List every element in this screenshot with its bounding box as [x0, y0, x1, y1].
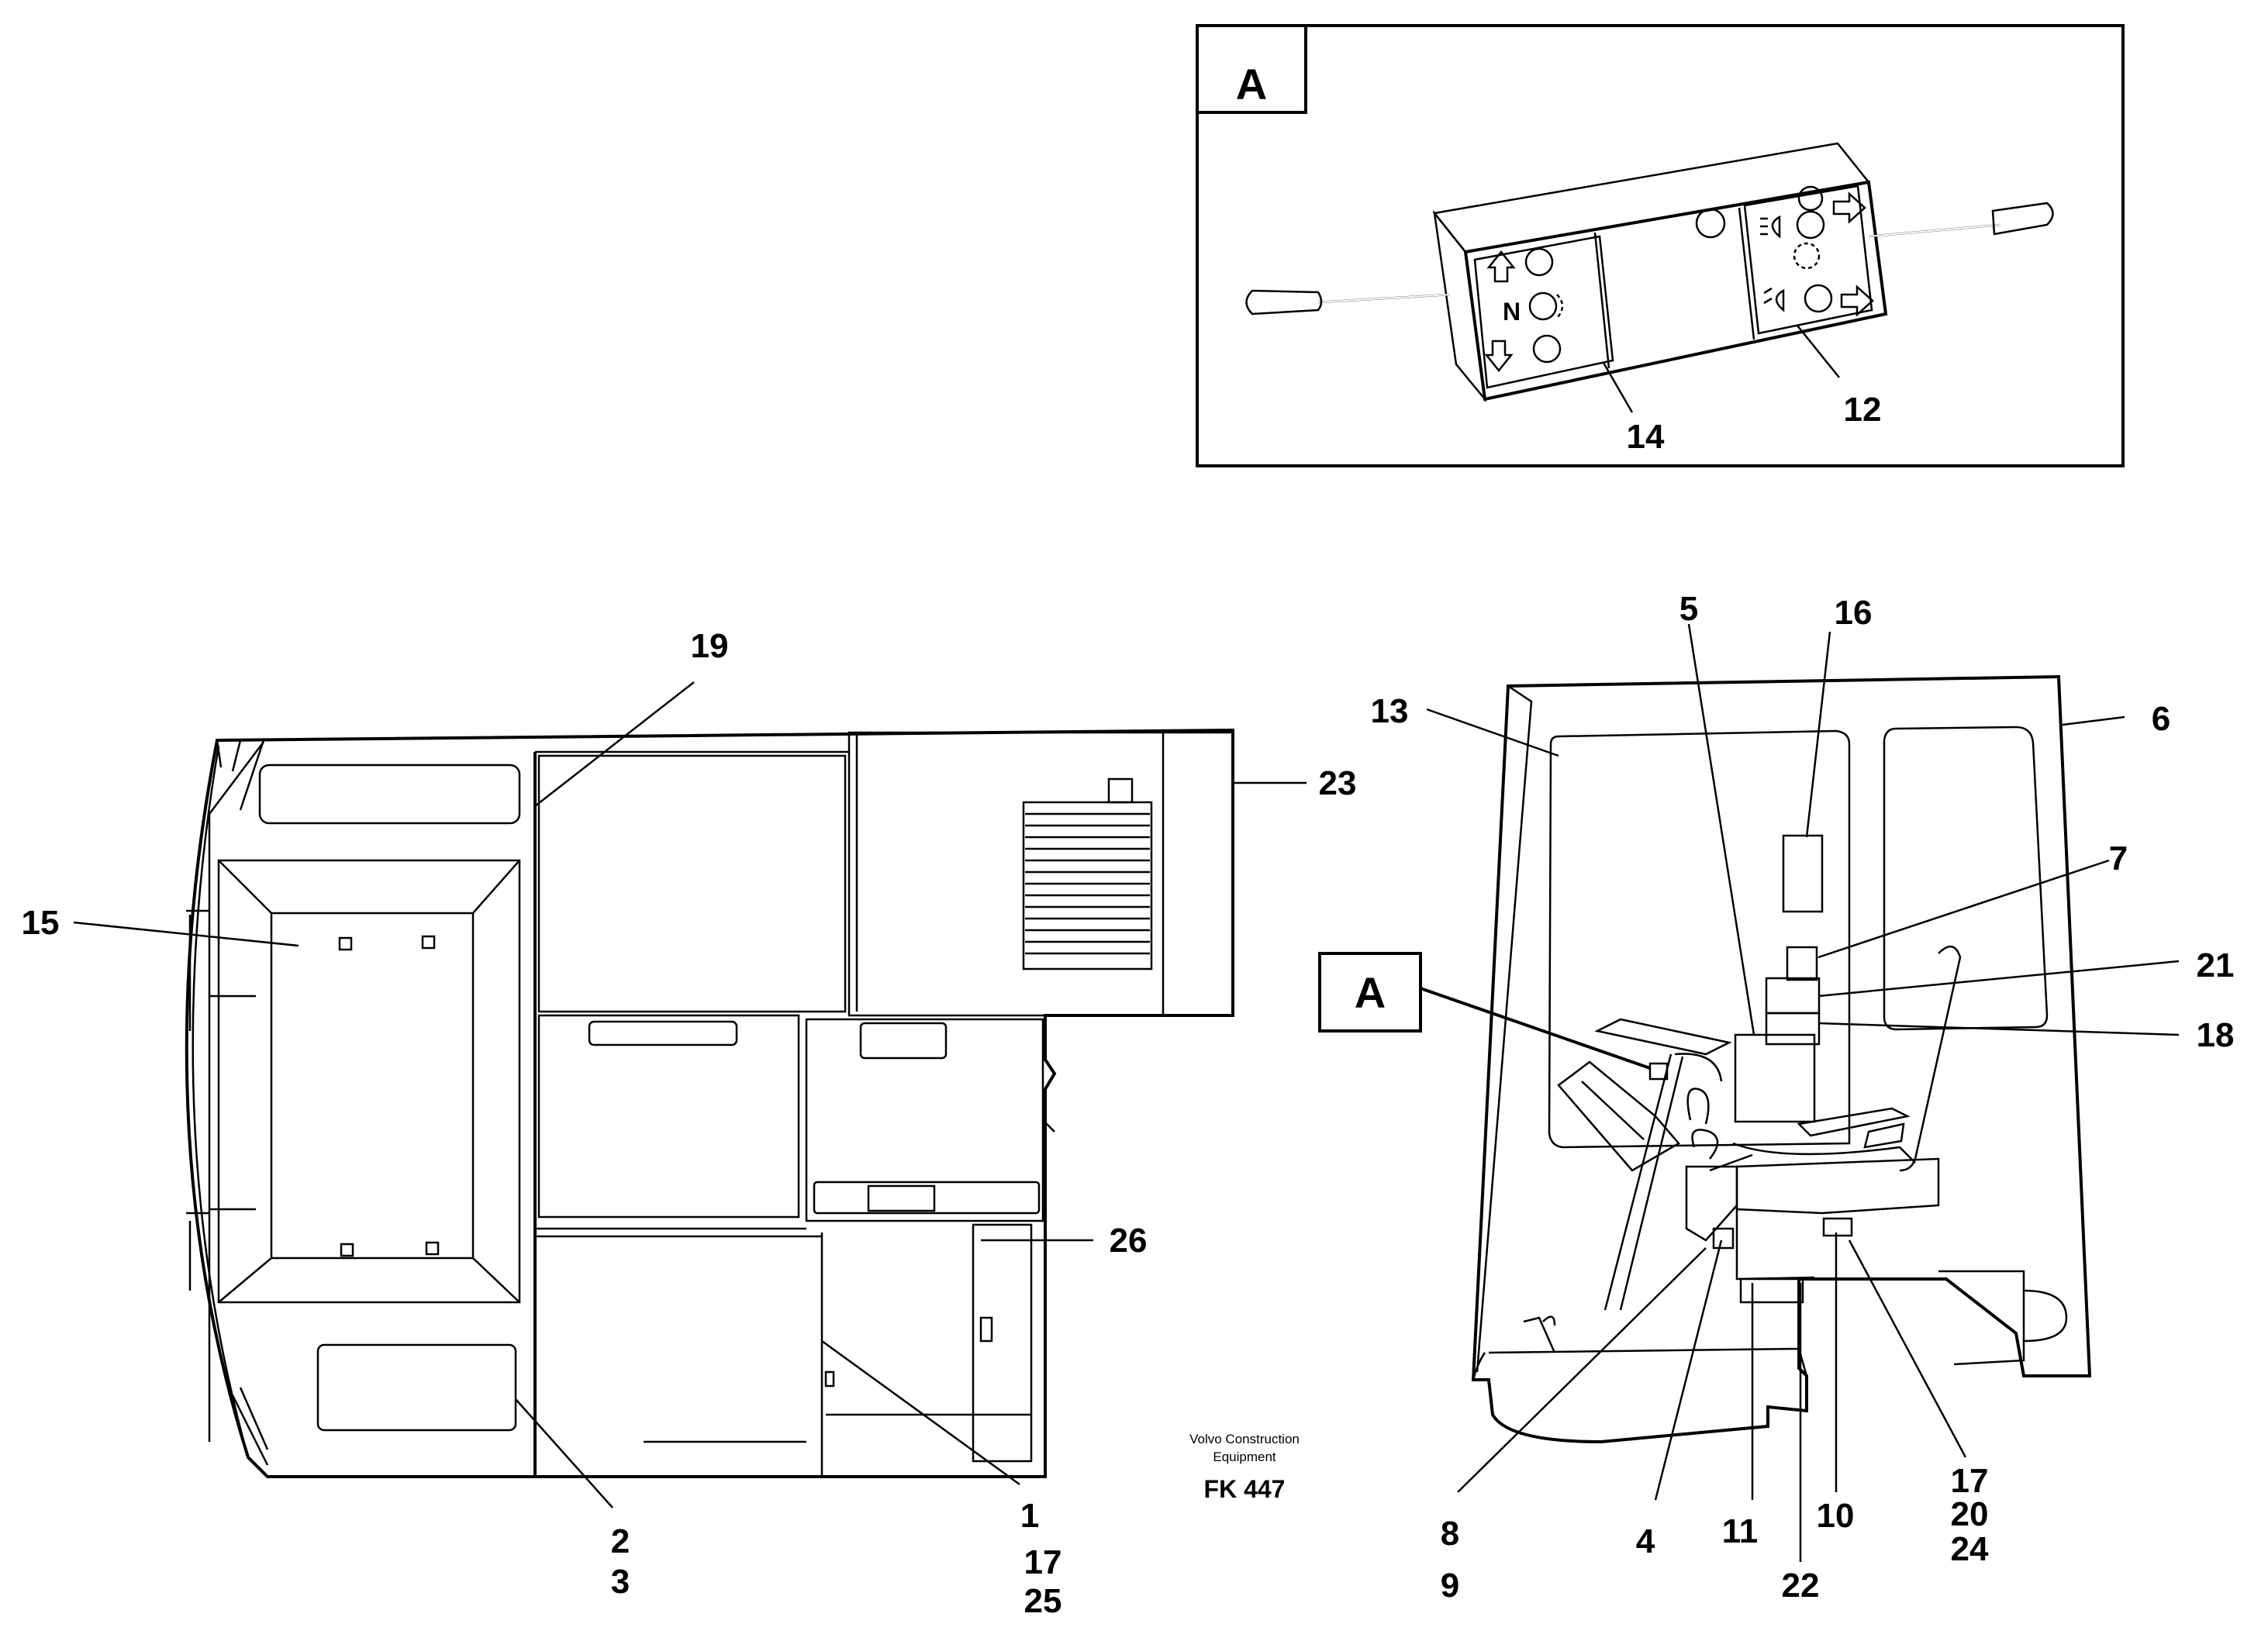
callout-15: 15	[22, 904, 60, 942]
ref-a-box	[1318, 952, 1422, 1033]
arrow-right-icon	[1840, 284, 1874, 317]
callout-2: 2	[611, 1522, 630, 1560]
leader-line	[2062, 715, 2125, 726]
callout-4: 4	[1636, 1522, 1655, 1560]
callout-26: 26	[1110, 1222, 1148, 1260]
panel-19	[537, 754, 847, 1013]
leader-line	[1654, 1239, 1723, 1501]
roof-hatch	[217, 859, 521, 1304]
leader-line	[1426, 708, 1559, 757]
callout-7: 7	[2109, 839, 2128, 877]
panel-26	[972, 1223, 1033, 1463]
cab-side-outline	[1471, 674, 2092, 1444]
seat-back	[1899, 946, 1962, 1172]
right-stalk-knob-icon	[1991, 202, 2054, 236]
side-view: A 5 16 13 6 7 21 18 8 9 4 11 22 10 17 20…	[1318, 590, 2235, 1605]
callout-8: 8	[1441, 1515, 1459, 1553]
leader-line	[515, 1398, 613, 1508]
leader-line	[821, 1339, 1020, 1486]
leader-line	[1805, 631, 1831, 838]
detail-a-frame	[1196, 24, 2125, 467]
leader-line	[1818, 960, 2180, 998]
headlight-icon	[1771, 215, 1781, 239]
callout-1: 1	[1020, 1497, 1039, 1535]
callout-21: 21	[2197, 946, 2235, 984]
callout-3: 3	[611, 1563, 630, 1601]
callout-17-side: 17	[1951, 1462, 1989, 1500]
rear-lamp-icon	[2023, 1289, 2068, 1343]
leader-line	[534, 681, 695, 807]
dash-panel	[1557, 1060, 1680, 1172]
combination-switch: N	[1245, 142, 2054, 403]
callout-16: 16	[1835, 594, 1873, 632]
grille-slats	[1025, 812, 1150, 955]
indicator-lamp-icon	[1695, 208, 1726, 239]
detail-a-label-box	[1196, 24, 1307, 114]
top-view: 19 15 23 26 2 3 1 17 25	[22, 627, 1357, 1620]
left-stalk-knob-icon	[1245, 289, 1323, 315]
rear-window	[1883, 726, 2049, 1031]
callout-10: 10	[1817, 1497, 1855, 1535]
callout-12: 12	[1844, 391, 1882, 429]
callout-14: 14	[1627, 418, 1665, 456]
callout-5: 5	[1679, 590, 1698, 628]
ref-a-label: A	[1355, 968, 1386, 1017]
callout-25: 25	[1024, 1582, 1062, 1620]
company-line-2: Equipment	[1213, 1450, 1276, 1464]
steering-wheel	[1594, 1018, 1732, 1056]
callout-11: 11	[1722, 1512, 1759, 1550]
arrow-right-icon	[1832, 191, 1866, 224]
callout-6: 6	[2152, 700, 2170, 738]
callout-22: 22	[1782, 1567, 1820, 1605]
steering-column	[1603, 1053, 1673, 1311]
leader-line	[73, 921, 299, 947]
neutral-symbol: N	[1503, 298, 1521, 326]
callout-23: 23	[1319, 764, 1357, 802]
cab-outline	[185, 728, 1234, 1478]
leader-line	[1818, 859, 2110, 959]
callout-17: 17	[1024, 1543, 1062, 1581]
leader-line	[1687, 623, 1755, 1036]
credits-block: Volvo Construction Equipment FK 447	[1189, 1432, 1300, 1503]
leader-line	[1602, 362, 1634, 413]
door-window	[1548, 729, 1851, 1149]
leader-line	[1848, 1239, 1967, 1458]
leader-line	[1818, 1022, 2180, 1036]
detail-a-panel: A N	[1196, 24, 2125, 467]
arrow-down-icon	[1484, 340, 1514, 373]
callout-9: 9	[1441, 1567, 1459, 1605]
figure-code: FK 447	[1204, 1475, 1286, 1503]
ref-a-arrow	[1420, 987, 1651, 1070]
leader-line	[1457, 1247, 1707, 1493]
headlight-low-icon	[1775, 288, 1785, 312]
callout-18: 18	[2197, 1016, 2235, 1054]
leader-line	[1797, 325, 1840, 378]
detail-a-label: A	[1236, 60, 1267, 109]
arrow-up-icon	[1486, 250, 1516, 283]
callout-20: 20	[1951, 1495, 1989, 1533]
callout-24: 24	[1951, 1530, 1989, 1568]
callout-19: 19	[691, 627, 729, 665]
company-line-1: Volvo Construction	[1189, 1432, 1300, 1446]
heater-grille	[1022, 801, 1153, 970]
callout-13: 13	[1371, 692, 1409, 730]
